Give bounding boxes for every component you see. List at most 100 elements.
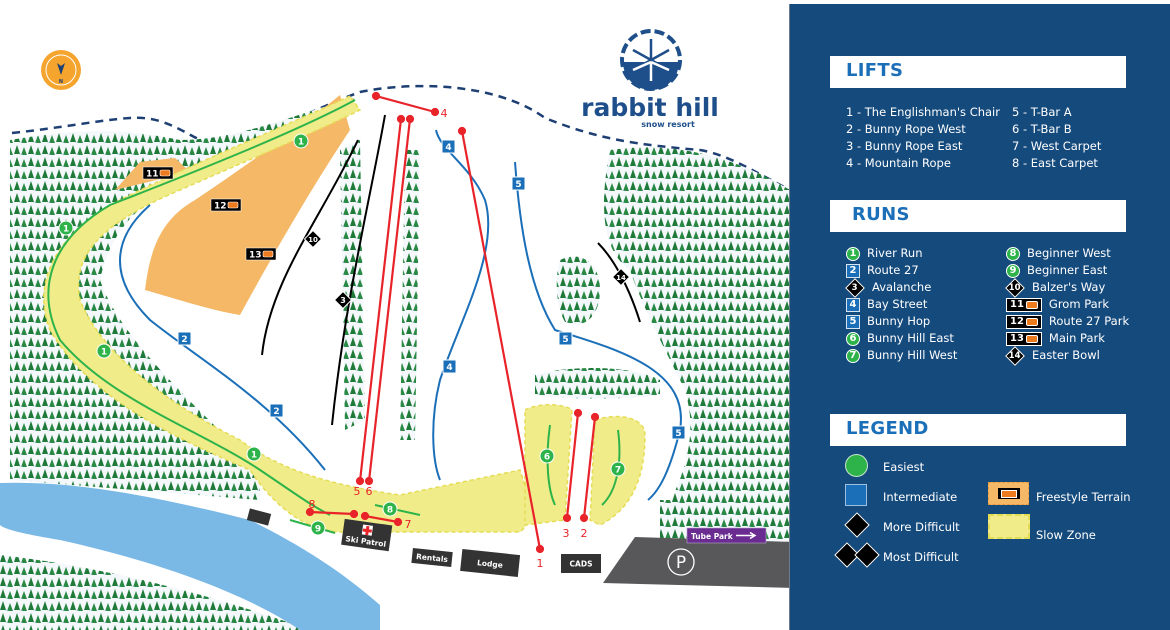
lift-5-t-bar-a[interactable] — [358, 118, 403, 482]
lift-6-t-bar-b[interactable] — [367, 118, 412, 482]
lift-1-englishmans-chair[interactable] — [460, 130, 542, 550]
more-difficult-badge-icon: 3 — [845, 277, 865, 298]
runs-header: RUNS — [830, 200, 1126, 232]
parking-lot[interactable]: P — [603, 537, 790, 588]
lift-item[interactable]: 8 - East Carpet — [1012, 156, 1098, 170]
run-name: Balzer's Way — [1032, 280, 1106, 294]
run-marker-5c[interactable]: 5 — [671, 425, 686, 440]
run-marker-8[interactable]: 8 — [382, 501, 398, 517]
lift-item[interactable]: 4 - Mountain Rope — [846, 156, 951, 170]
legend-most-difficult — [834, 542, 880, 568]
building-cads[interactable]: CADS — [561, 554, 601, 573]
run-name: Beginner West — [1027, 246, 1111, 260]
building-rentals[interactable]: Rentals — [411, 547, 453, 568]
arrow-right-icon — [736, 531, 757, 540]
lift-7-west-carpet[interactable] — [364, 514, 399, 524]
run-item[interactable]: 10 Balzer's Way — [1005, 277, 1129, 298]
park-marker-13[interactable]: 13 — [245, 247, 277, 261]
lift-3-bunny-rope-east[interactable] — [565, 412, 580, 519]
svg-text:Rentals: Rentals — [416, 552, 449, 564]
lift-2-bunny-rope-west[interactable] — [582, 416, 597, 519]
lift-item[interactable]: 5 - T-Bar A — [1012, 105, 1072, 119]
lift-item[interactable]: 7 - West Carpet — [1012, 139, 1102, 153]
lift-item[interactable]: 6 - T-Bar B — [1012, 122, 1072, 136]
run-name: Grom Park — [1048, 297, 1110, 311]
run-marker-5a[interactable]: 5 — [511, 176, 526, 191]
run-name: Easter Bowl — [1032, 348, 1100, 362]
park-marker-12[interactable]: 12 — [210, 198, 242, 212]
run-marker-7[interactable]: 7 — [610, 461, 626, 477]
forest-west — [10, 98, 355, 500]
info-panel: LIFTS 1 - The Englishman's Chair 2 - Bun… — [789, 4, 1170, 630]
resort-tagline: snow resort — [641, 120, 695, 129]
forest-southwest — [0, 555, 310, 630]
lift-8-east-carpet[interactable] — [309, 510, 355, 516]
lift-label-4: 4 — [441, 107, 448, 120]
run-marker-6[interactable]: 6 — [539, 448, 555, 464]
legend-more-difficult — [844, 512, 870, 538]
freestyle-icon — [988, 482, 1029, 505]
black-diamond-icon — [844, 512, 870, 538]
run-marker-5b[interactable]: 5 — [558, 331, 573, 346]
svg-text:4: 4 — [446, 363, 452, 373]
svg-text:Lodge: Lodge — [477, 558, 504, 570]
run-marker-10[interactable]: 10 — [303, 229, 323, 249]
terrain-feature-icon — [1025, 334, 1038, 343]
svg-text:12: 12 — [214, 202, 227, 212]
lift-item[interactable]: 2 - Bunny Rope West — [846, 122, 966, 136]
run-marker-1c[interactable]: 1 — [96, 343, 112, 359]
more-difficult-badge-icon: 10 — [1005, 277, 1025, 298]
svg-text:14: 14 — [616, 274, 626, 282]
green-circle-icon — [845, 454, 868, 477]
svg-text:3: 3 — [340, 296, 346, 305]
park-marker-11[interactable]: 11 — [142, 166, 174, 180]
run-marker-1b[interactable]: 1 — [58, 220, 74, 236]
legend-intermediate — [845, 484, 867, 509]
tube-park-sign[interactable]: Tube Park — [686, 527, 767, 544]
building-ski-patrol[interactable]: Ski Patrol — [341, 518, 393, 552]
building-small — [246, 508, 272, 526]
lift-label-7: 7 — [405, 518, 412, 531]
run-marker-4b[interactable]: 4 — [442, 359, 457, 374]
run-name: Route 27 — [867, 263, 919, 277]
lift-label-5: 5 — [354, 485, 361, 498]
run-marker-2b[interactable]: 2 — [269, 403, 284, 418]
run-marker-2a[interactable]: 2 — [177, 331, 192, 346]
lift-label-8: 8 — [309, 498, 316, 511]
run-marker-3[interactable]: 3 — [333, 290, 353, 310]
terrain-feature-icon — [1025, 300, 1038, 309]
run-name: Bay Street — [867, 297, 928, 311]
easiest-badge-icon: 9 — [1006, 263, 1020, 278]
svg-text:2: 2 — [273, 407, 279, 417]
run-marker-4a[interactable]: 4 — [441, 139, 456, 154]
svg-text:11: 11 — [146, 170, 159, 180]
run-marker-14[interactable]: 14 — [611, 267, 631, 287]
lift-item[interactable]: 3 - Bunny Rope East — [846, 139, 963, 153]
run-marker-9[interactable]: 9 — [310, 520, 326, 536]
lift-4-mountain-rope[interactable] — [375, 94, 436, 114]
lift-label-6: 6 — [366, 485, 373, 498]
lift-item[interactable]: 1 - The Englishman's Chair — [846, 105, 1000, 119]
freestyle-badge-icon: 13 — [1006, 331, 1042, 346]
svg-text:5: 5 — [515, 180, 521, 190]
svg-text:2: 2 — [181, 335, 187, 345]
easiest-badge-icon: 1 — [846, 246, 860, 261]
compass: N — [41, 50, 81, 90]
easiest-badge-icon: 6 — [846, 331, 860, 346]
run-marker-1a[interactable]: 1 — [293, 133, 309, 149]
run-marker-1d[interactable]: 1 — [246, 446, 262, 462]
building-lodge[interactable]: Lodge — [460, 549, 521, 577]
